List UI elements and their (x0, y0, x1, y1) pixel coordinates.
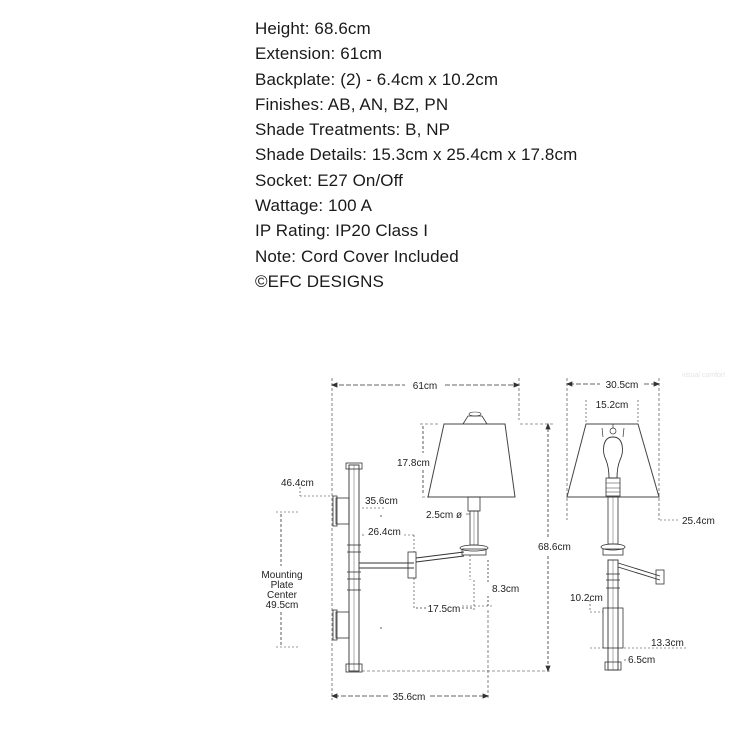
label-30-5cm: 30.5cm (606, 380, 639, 391)
label-10-2cm: 10.2cm (570, 593, 603, 604)
side-view (276, 378, 555, 700)
spec-wattage: Wattage: 100 A (255, 196, 373, 216)
label-8-3cm: 8.3cm (492, 584, 519, 595)
spec-extension: Extension: 61cm (255, 44, 383, 64)
label-46-4cm: 46.4cm (281, 478, 314, 489)
spec-shade-treatments: Shade Treatments: B, NP (255, 120, 451, 140)
label-2-5cm-diameter: 2.5cm ø (426, 510, 462, 521)
front-view (565, 378, 688, 671)
spec-shade-details: Shade Details: 15.3cm x 25.4cm x 17.8cm (255, 145, 578, 165)
label-center: Center (267, 590, 298, 601)
label-35-6cm-bottom: 35.6cm (393, 692, 426, 703)
label-35-6cm-arm: 35.6cm (365, 496, 398, 507)
spec-backplate: Backplate: (2) - 6.4cm x 10.2cm (255, 69, 499, 89)
label-49-5cm: 49.5cm (266, 600, 299, 611)
spec-height: Height: 68.6cm (255, 19, 371, 38)
label-61cm: 61cm (413, 381, 437, 392)
spec-copyright: ©EFC DESIGNS (255, 271, 384, 291)
label-15-2cm: 15.2cm (596, 400, 629, 411)
spec-finishes: Finishes: AB, AN, BZ, PN (255, 94, 449, 114)
label-25-4cm: 25.4cm (682, 516, 715, 527)
label-plate: Plate (271, 580, 294, 591)
watermark-text: visual comfort (682, 372, 725, 379)
spec-note: Note: Cord Cover Included (255, 246, 459, 266)
label-13-3cm: 13.3cm (651, 638, 684, 649)
spec-ip-rating: IP Rating: IP20 Class I (255, 221, 429, 241)
label-17-8cm: 17.8cm (397, 458, 430, 469)
label-68-6cm: 68.6cm (538, 542, 571, 553)
label-17-5cm: 17.5cm (428, 604, 461, 615)
spec-socket: Socket: E27 On/Off (255, 170, 403, 190)
label-6-5cm: 6.5cm (628, 655, 655, 666)
spec-list: Height: 68.6cm Extension: 61cm Backplate… (255, 16, 577, 294)
label-mounting: Mounting (261, 570, 302, 581)
label-26-4cm: 26.4cm (368, 527, 401, 538)
